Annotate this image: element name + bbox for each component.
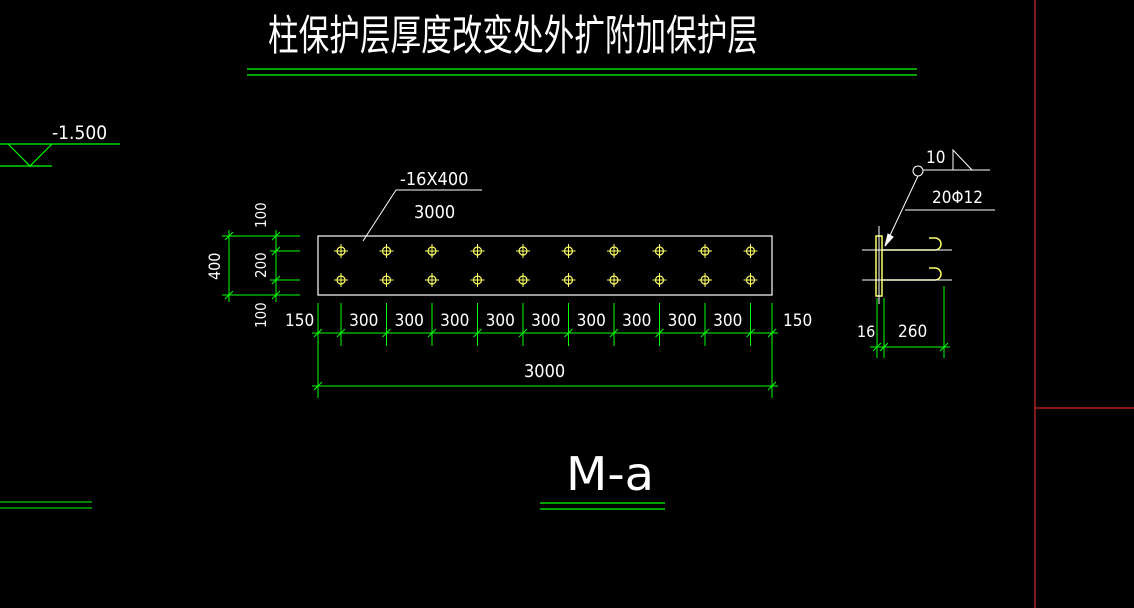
stud-mark xyxy=(379,273,394,287)
section-detail: 10 20Φ12 16 260 xyxy=(857,148,995,358)
stud-mark xyxy=(470,273,485,287)
stud-mark xyxy=(698,244,712,258)
stud-mark xyxy=(607,244,621,258)
dim-left-end: 150 xyxy=(285,311,314,331)
bar-spec: 20Φ12 xyxy=(932,188,983,208)
spacing-label: 300 xyxy=(486,311,515,331)
detail-label: M-a xyxy=(566,447,654,501)
weld-leader xyxy=(884,148,995,247)
stud-mark xyxy=(425,273,439,287)
height-middle: 200 xyxy=(252,252,270,278)
spacing-label: 300 xyxy=(577,311,606,331)
anchor-bars xyxy=(882,237,942,281)
plate-spec: -16X400 xyxy=(400,169,468,190)
drawing-frame-border xyxy=(1034,0,1134,608)
stud-mark xyxy=(561,244,576,258)
stud-holes xyxy=(334,244,758,287)
stud-mark xyxy=(607,273,621,287)
stud-mark xyxy=(652,273,667,287)
stud-mark xyxy=(425,244,439,258)
stud-mark xyxy=(379,244,394,258)
dim-right-end: 150 xyxy=(783,311,812,331)
spacing-dimensions xyxy=(312,303,778,398)
stud-mark xyxy=(561,273,576,287)
height-bottom: 100 xyxy=(252,302,270,328)
elevation-value: -1.500 xyxy=(52,122,107,144)
height-total: 400 xyxy=(205,253,224,280)
label-underline xyxy=(540,502,665,510)
spacing-label: 300 xyxy=(531,311,560,331)
stud-mark xyxy=(743,273,758,287)
stud-mark xyxy=(652,244,667,258)
drawing-title: 柱保护层厚度改变处外扩附加保护层 xyxy=(268,11,758,60)
stud-mark xyxy=(470,244,485,258)
spacing-label: 300 xyxy=(622,311,651,331)
title-underline xyxy=(247,68,917,76)
dim-total: 3000 xyxy=(524,361,565,382)
stud-mark xyxy=(334,244,348,258)
section-dimensions xyxy=(870,286,950,358)
spacing-label: 300 xyxy=(713,311,742,331)
stud-mark xyxy=(516,244,530,258)
spacing-label: 300 xyxy=(395,311,424,331)
spacing-label: 300 xyxy=(349,311,378,331)
height-top: 100 xyxy=(252,202,270,228)
spacing-labels: 300 300 300 300 300 300 300 300 300 xyxy=(349,311,742,331)
stud-mark xyxy=(516,273,530,287)
embedded-plate xyxy=(317,235,773,296)
partial-lines-left xyxy=(0,501,92,509)
elevation-marker xyxy=(0,143,120,167)
spacing-label: 300 xyxy=(668,311,697,331)
weld-size: 10 xyxy=(926,148,945,168)
section-thickness: 16 xyxy=(857,322,875,341)
plate-leader xyxy=(362,189,482,242)
stud-mark xyxy=(743,244,758,258)
spacing-label: 300 xyxy=(440,311,469,331)
section-bar-length: 260 xyxy=(898,322,927,342)
plate-length-label: 3000 xyxy=(414,202,455,223)
height-dimensions xyxy=(222,230,300,302)
stud-mark xyxy=(334,273,348,287)
stud-mark xyxy=(698,273,712,287)
